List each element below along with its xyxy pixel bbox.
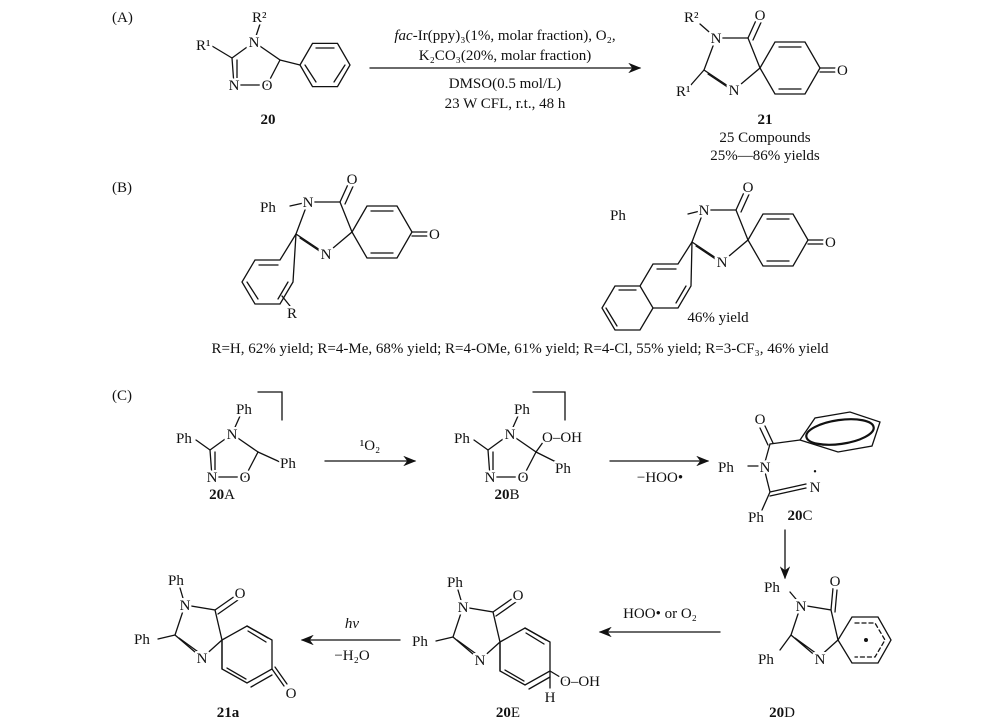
- compound-label-20C: 20C: [787, 508, 812, 524]
- atom-h: H: [545, 690, 556, 706]
- atom-n1: N: [711, 31, 722, 47]
- atom-ph-c3: Ph: [454, 431, 470, 447]
- atom-ph-n: Ph: [447, 575, 463, 591]
- atom-n1: N: [458, 600, 469, 616]
- atom-o-amide: O: [235, 586, 246, 602]
- condition-base: K₂CO₃(20%, molar fraction): [419, 48, 592, 64]
- compound-label-20A: 20A: [209, 487, 235, 503]
- compound-label-20B: 20B: [494, 487, 519, 503]
- atom-o-amide: O: [743, 180, 754, 196]
- reagent-minus-water: −H₂O: [334, 648, 370, 664]
- atom-ph-n: Ph: [168, 573, 184, 589]
- atom-n3: N: [197, 651, 208, 667]
- intermediate-20D: Ph Ph N N O 20D: [756, 572, 892, 721]
- atom-r1: R¹: [676, 84, 691, 100]
- atom-o-amide: O: [347, 172, 358, 188]
- atom-n3: N: [321, 247, 332, 263]
- arrow-singlet-oxygen: ¹O₂: [324, 438, 417, 467]
- atom-n1: N: [699, 203, 710, 219]
- atom-o: O: [513, 588, 524, 604]
- atom-ph-c: Ph: [758, 652, 774, 668]
- reagent-singlet-oxygen: ¹O₂: [360, 438, 381, 454]
- example-aryl-product: Ph N N O O R: [241, 170, 443, 325]
- radical-dot: •: [813, 467, 817, 478]
- atom-ph: Ph: [260, 200, 276, 216]
- atom-ph-c: Ph: [134, 632, 150, 648]
- compound-label-20E: 20E: [496, 705, 520, 721]
- intermediate-20C: O Ph N N • Ph 20C: [716, 410, 881, 529]
- atom-ph: Ph: [610, 208, 626, 224]
- panel-label-b: (B): [112, 180, 132, 196]
- atom-r1: R¹: [196, 38, 211, 54]
- atom-o: O: [830, 574, 841, 590]
- substituent-yields-caption: R=H, 62% yield; R=4-Me, 68% yield; R=4-O…: [211, 341, 829, 357]
- reaction-arrow-a: fac-Ir(ppy)₃(1%, molar fraction), O₂, K₂…: [369, 28, 642, 112]
- atom-o-ketone: O: [837, 63, 848, 79]
- atom-n4: N: [505, 427, 516, 443]
- yield-range: 25%—86% yields: [710, 148, 820, 164]
- arrow-dehydration: hν −H₂O: [300, 616, 401, 664]
- atom-n3: N: [815, 652, 826, 668]
- atom-ph-c5: Ph: [555, 461, 571, 477]
- atom-ph-n: Ph: [514, 402, 530, 418]
- reagent-light: hν: [345, 616, 360, 632]
- compound-label-21a: 21a: [217, 705, 240, 721]
- atom-n3: N: [729, 83, 740, 99]
- panel-label-a: (A): [112, 10, 133, 26]
- condition-light-time: 23 W CFL, r.t., 48 h: [445, 96, 566, 112]
- atom-n4: N: [249, 35, 260, 51]
- atom-ph-c3: Ph: [176, 431, 192, 447]
- atom-o-amide: O: [755, 8, 766, 24]
- atom-o1: O: [240, 470, 251, 486]
- atom-n1: N: [796, 599, 807, 615]
- example-naphthyl-product: Ph N N O O 46% yield: [601, 178, 839, 331]
- atom-o-oh: O–OH: [560, 674, 600, 690]
- atom-ph-n: Ph: [236, 402, 252, 418]
- product-21: R² R¹ N N O O 21 25 Compounds 25%—86% yi…: [674, 6, 851, 165]
- intermediate-20B: Ph Ph Ph O–OH N N O 20B: [452, 391, 585, 503]
- atom-r2: R²: [252, 10, 267, 26]
- atom-n2: N: [229, 78, 240, 94]
- condition-solvent: DMSO(0.5 mol/L): [449, 76, 562, 92]
- substituent-r: R: [287, 306, 297, 322]
- atom-ph-n: Ph: [764, 580, 780, 596]
- atom-n2: N: [485, 470, 496, 486]
- panel-label-c: (C): [112, 388, 132, 404]
- intermediate-20E: Ph Ph N N O O–OH H 20E: [410, 573, 603, 722]
- atom-o-oh: O–OH: [542, 430, 582, 446]
- atom-ph-n: Ph: [718, 460, 734, 476]
- atom-ph-c: Ph: [412, 634, 428, 650]
- atom-n: N: [760, 460, 771, 476]
- intermediate-20A: Ph Ph Ph N N O 20A: [174, 391, 299, 503]
- atom-o1: O: [262, 78, 273, 94]
- compound-count: 25 Compounds: [719, 130, 810, 146]
- arrow-peroxidation: HOO• or O₂: [598, 606, 721, 638]
- atom-o-ketone: O: [429, 227, 440, 243]
- atom-n4: N: [227, 427, 238, 443]
- atom-n-radical: N: [810, 480, 821, 496]
- atom-n2: N: [207, 470, 218, 486]
- atom-n1: N: [180, 598, 191, 614]
- atom-n3: N: [717, 255, 728, 271]
- yield-naphthyl: 46% yield: [687, 310, 749, 326]
- atom-o1: O: [518, 470, 529, 486]
- arrow-loss-hydroperoxyl: −HOO•: [609, 455, 710, 486]
- atom-ph-c: Ph: [748, 510, 764, 526]
- atom-o: O: [755, 412, 766, 428]
- atom-r2: R²: [684, 10, 699, 26]
- atom-n1: N: [303, 195, 314, 211]
- reagent-hoo-or-o2: HOO• or O₂: [623, 606, 697, 622]
- product-21a: Ph Ph N N O O 21a: [132, 571, 300, 722]
- compound-label-20D: 20D: [769, 705, 795, 721]
- atom-o-ketone: O: [825, 235, 836, 251]
- atom-n3: N: [475, 653, 486, 669]
- compound-label-21: 21: [758, 112, 773, 128]
- condition-catalyst: fac-Ir(ppy)₃(1%, molar fraction), O₂,: [394, 28, 615, 44]
- compound-label-20: 20: [261, 112, 276, 128]
- atom-ph-c5: Ph: [280, 456, 296, 472]
- reagent-minus-hoo: −HOO•: [637, 470, 683, 486]
- reactant-20: R¹ R² N N O 20: [194, 8, 351, 128]
- atom-o-ketone: O: [286, 686, 297, 702]
